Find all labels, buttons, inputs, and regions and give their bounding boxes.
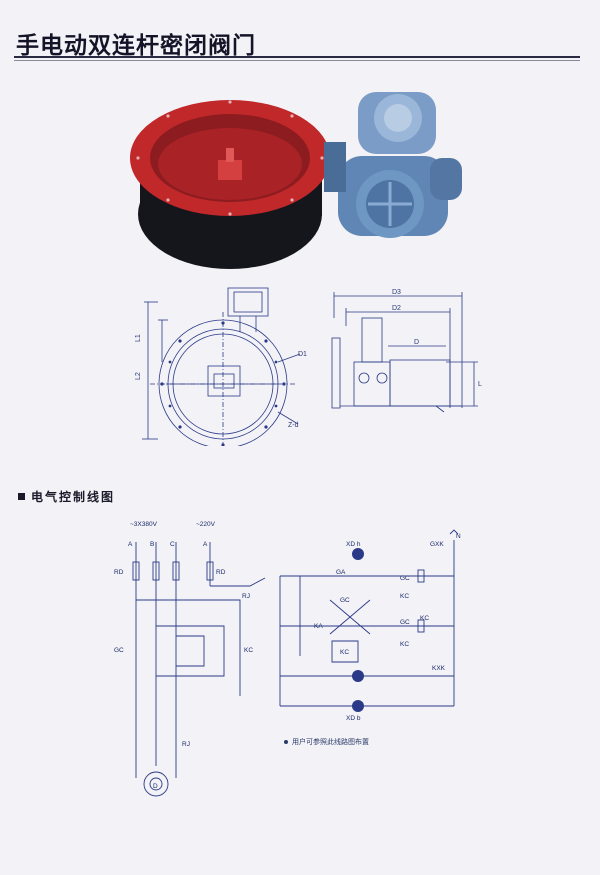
rj-bottom-label: RJ [182, 741, 190, 748]
dim-l2: L2 [135, 372, 142, 380]
dim-l: L [478, 381, 482, 388]
dim-d1: D1 [298, 351, 307, 358]
ga-label: GA [336, 569, 346, 576]
square-bullet-icon [18, 493, 25, 500]
kc2-label: KC [420, 615, 429, 622]
dim-z: Z-d [288, 422, 299, 429]
rj-top-label: RJ [242, 593, 250, 600]
section-heading: 电气控制线图 [18, 488, 115, 505]
wiring-diagram: ~3X380V ~220V A B C A N [114, 521, 461, 797]
motor-label: D [153, 783, 158, 790]
gc3-label: GC [400, 619, 410, 626]
product-photo [130, 92, 462, 269]
side-view-drawing: D3 D2 D L [331, 289, 482, 413]
phase-b-label: B [150, 541, 154, 548]
rd-left-label: RD [114, 569, 124, 576]
gc2-label: GC [400, 575, 410, 582]
xdh-label: XD h [346, 541, 361, 548]
gc1-label: GC [340, 597, 350, 604]
ka-label: KA [314, 623, 323, 630]
neutral-label: N [456, 533, 461, 540]
dim-d2: D2 [392, 305, 401, 312]
title-rule-secondary [14, 60, 580, 61]
xdb-label: XD b [346, 715, 361, 722]
section-heading-label: 电气控制线图 [31, 490, 116, 504]
phase-c-label: C [170, 541, 175, 548]
kc-main-label: KC [244, 647, 253, 654]
rd-right-label: RD [216, 569, 226, 576]
dim-d3: D3 [392, 289, 401, 296]
wiring-note: 用户可参照此线路图布置 [284, 737, 369, 747]
gxk-label: GXK [430, 541, 444, 548]
dim-l1: L1 [135, 334, 142, 342]
supply-1ph-label: ~220V [196, 521, 216, 528]
dim-d: D [414, 339, 419, 346]
title-rule [14, 56, 580, 58]
supply-3ph-label: ~3X380V [130, 521, 158, 528]
wiring-note-text: 用户可参照此线路图布置 [292, 738, 369, 746]
dot-bullet-icon [284, 740, 288, 744]
kc1-label: KC [400, 593, 409, 600]
page-title: 手电动双连杆密闭阀门 [16, 33, 256, 59]
kxk-label: KXK [432, 665, 446, 672]
kc4-label: KC [340, 649, 349, 656]
phase-a-label: A [128, 541, 133, 548]
gc-main-label: GC [114, 647, 124, 654]
kc3-label: KC [400, 641, 409, 648]
front-view-drawing: L1 L2 D1 Z-d [135, 287, 307, 446]
phase-a2-label: A [203, 541, 208, 548]
